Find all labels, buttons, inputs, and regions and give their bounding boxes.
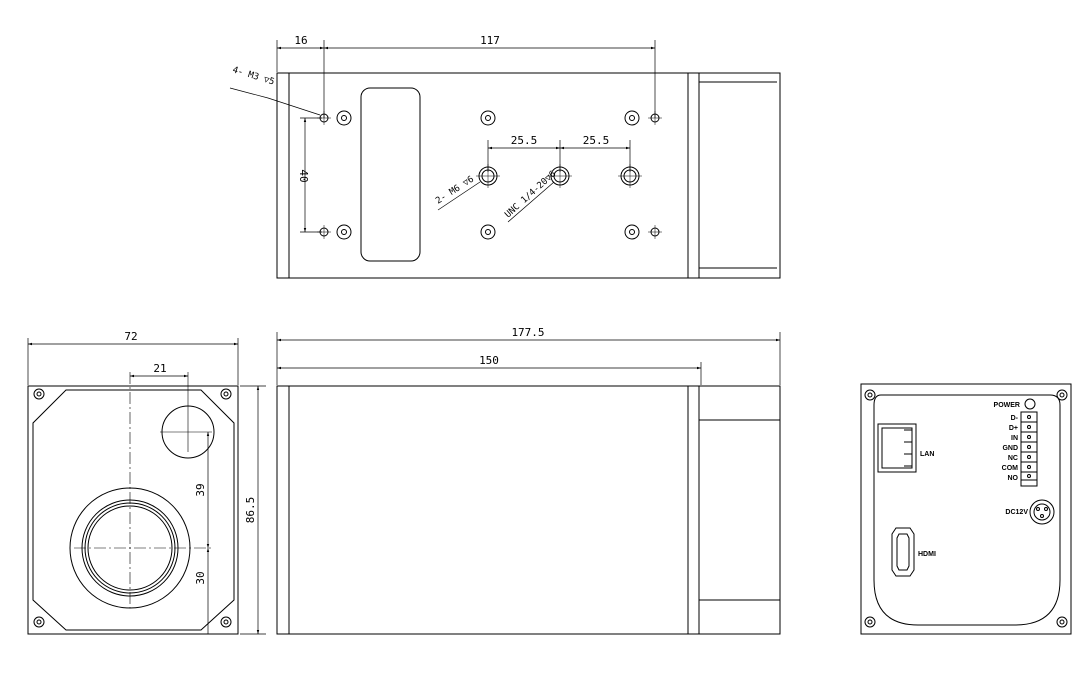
- boss-hole: [480, 110, 496, 126]
- m6-hole: [618, 164, 642, 188]
- dc-power-connector-icon: [1029, 499, 1055, 525]
- m3-hole: [648, 225, 662, 239]
- unc-hole: [548, 164, 572, 188]
- dim-86-5: 86.5: [244, 497, 257, 524]
- leader-m6: [437, 181, 481, 211]
- m6-hole: [476, 164, 500, 188]
- dim-25-5-left: 25.5: [511, 134, 538, 147]
- corner-screw: [1056, 616, 1068, 628]
- top-view: [229, 40, 781, 279]
- label-terminal-no: NO: [1008, 475, 1019, 482]
- front-chamfer-plate: [32, 389, 235, 631]
- side-heatsink-step: [699, 419, 780, 601]
- label-terminal-d-minus: D-: [1011, 415, 1019, 422]
- dim-40: 40: [297, 169, 310, 182]
- boss-hole: [480, 224, 496, 240]
- label-terminal-gnd: GND: [1002, 445, 1018, 452]
- rear-plate: [873, 394, 1061, 626]
- lan-port-icon: [877, 423, 917, 473]
- dim-39: 39: [194, 483, 207, 496]
- label-lan: LAN: [920, 451, 934, 458]
- note-unc-hole: UNC 1/4-20▽6: [503, 169, 558, 220]
- m3-hole: [317, 111, 331, 125]
- boss-hole: [624, 224, 640, 240]
- dim-21: 21: [153, 362, 166, 375]
- boss-hole: [336, 110, 352, 126]
- dim-25-5-right: 25.5: [583, 134, 610, 147]
- corner-screw: [220, 388, 232, 400]
- label-hdmi: HDMI: [918, 551, 936, 558]
- label-terminal-d-plus: D+: [1009, 425, 1018, 432]
- dim-16: 16: [294, 34, 307, 47]
- dim-72: 72: [124, 330, 137, 343]
- dim-177-5: 177.5: [511, 326, 544, 339]
- label-terminal-in: IN: [1011, 435, 1018, 442]
- side-body-outline: [276, 385, 781, 635]
- dim-117: 117: [480, 34, 500, 47]
- terminal-block-icon: [1020, 411, 1038, 487]
- boss-hole: [336, 224, 352, 240]
- top-body-outline: [276, 72, 781, 279]
- note-m3-holes: 4- M3 ▽5: [231, 65, 275, 87]
- label-power: POWER: [994, 402, 1020, 409]
- m3-hole: [648, 111, 662, 125]
- corner-screw: [33, 388, 45, 400]
- corner-screw: [864, 616, 876, 628]
- dim-150: 150: [479, 354, 499, 367]
- corner-screw: [220, 616, 232, 628]
- boss-hole: [624, 110, 640, 126]
- leader-m3: [229, 87, 321, 116]
- label-terminal-com: COM: [1002, 465, 1019, 472]
- rear-panel: [860, 383, 1072, 635]
- front-view: [27, 338, 266, 635]
- label-terminal-nc: NC: [1008, 455, 1018, 462]
- rear-outline: [860, 383, 1072, 635]
- corner-screw: [1056, 389, 1068, 401]
- corner-screw: [864, 389, 876, 401]
- side-view: [276, 332, 781, 635]
- dim-30: 30: [194, 571, 207, 584]
- label-dc12v: DC12V: [1005, 509, 1028, 516]
- leader-unc: [507, 181, 555, 223]
- top-heatsink-step: [699, 72, 781, 279]
- hdmi-port-icon: [891, 527, 915, 577]
- top-vent-slot: [360, 87, 421, 262]
- note-m6-holes: 2- M6 ▽6: [434, 175, 476, 207]
- power-led-icon: [1024, 398, 1036, 410]
- front-outline: [27, 385, 239, 635]
- m3-hole: [317, 225, 331, 239]
- corner-screw: [33, 616, 45, 628]
